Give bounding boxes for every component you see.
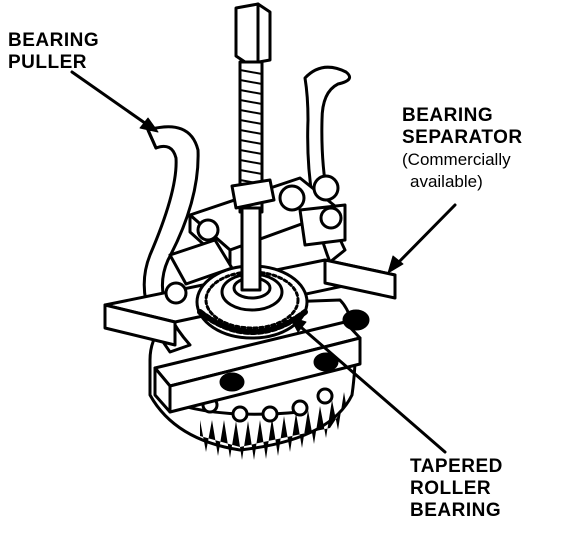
puller-yoke (164, 174, 347, 305)
label-line: ROLLER (410, 478, 492, 499)
label-line: BEARING (8, 30, 100, 51)
label-line: BEARING (410, 500, 502, 521)
forcing-screw (230, 2, 276, 292)
label-line: TAPERED (410, 456, 503, 477)
separator-lower-bar (153, 309, 370, 414)
label-line: PULLER (8, 52, 87, 73)
label-bearing-puller: BEARING PULLER (8, 30, 99, 74)
label-tapered-roller-bearing: TAPERED ROLLER BEARING (410, 456, 503, 522)
label-line: (Commercially (402, 150, 511, 169)
label-line: BEARING (402, 105, 494, 126)
leader-arrows (70, 70, 457, 454)
label-line: SEPARATOR (402, 127, 523, 148)
label-bearing-separator: BEARING SEPARATOR (Commercially availabl… (402, 105, 523, 193)
label-line: available) (410, 172, 483, 191)
